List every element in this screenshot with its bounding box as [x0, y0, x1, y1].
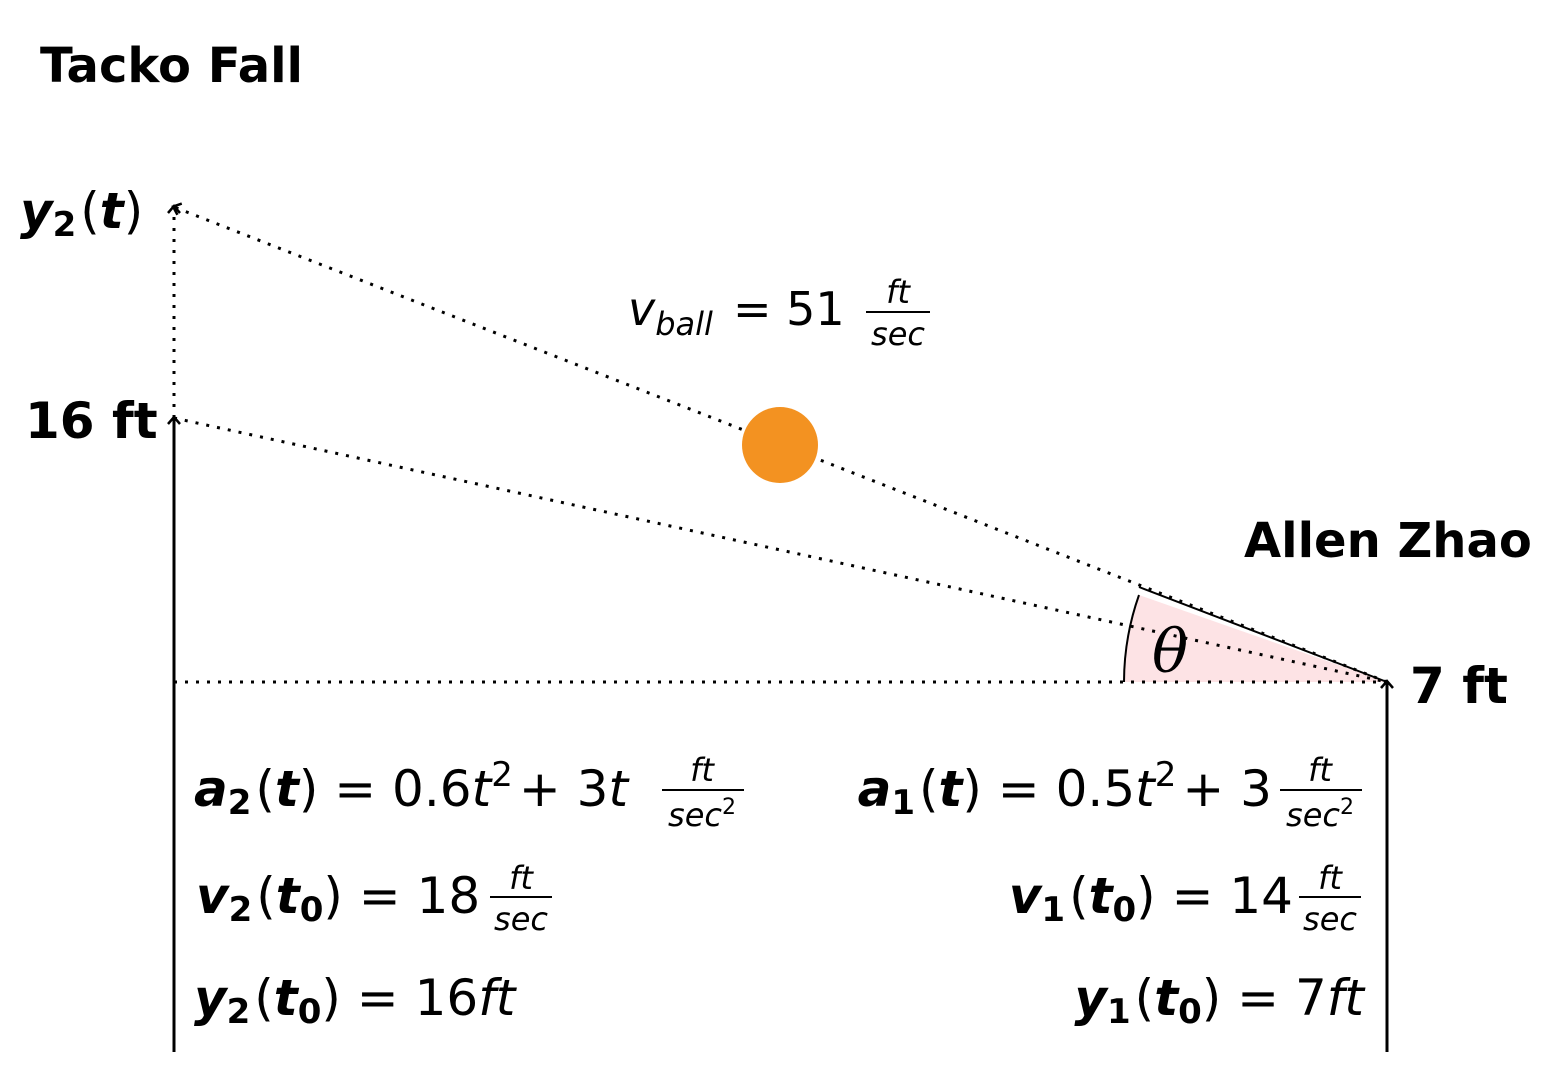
svg-text:y2(t0) = 16ft: y2(t0) = 16ft [194, 969, 518, 1032]
svg-text:ft: ft [690, 751, 715, 789]
angle-arc [1123, 594, 1140, 683]
ball-velocity-label: vball= 51 ft sec [628, 273, 930, 353]
svg-text:ft: ft [886, 273, 911, 311]
svg-text:ft: ft [509, 859, 534, 897]
svg-text:sec2: sec2 [668, 795, 736, 834]
player-right-label: Allen Zhao [1244, 513, 1532, 569]
right-height-label: 7 ft [1410, 657, 1508, 715]
equation-v1: v1(t0) = 14 ft sec [1009, 859, 1361, 938]
equation-y2: y2(t0) = 16ft [194, 969, 518, 1032]
equation-v2: v2(t0) = 18 ft sec [196, 859, 552, 938]
angle-wedge [1124, 595, 1387, 682]
line-of-sight-dotted [173, 416, 1388, 684]
left-height-label: 16 ft [25, 392, 158, 450]
svg-text:a2(t) = 0.6t2+ 3t: a2(t) = 0.6t2+ 3t [194, 755, 630, 823]
svg-text:sec2: sec2 [1286, 795, 1354, 834]
svg-text:ft: ft [1308, 751, 1333, 789]
svg-text:v2(t0) = 18: v2(t0) = 18 [196, 867, 480, 930]
svg-text:sec: sec [871, 315, 925, 353]
equation-a2: a2(t) = 0.6t2+ 3t ft sec2 [194, 751, 744, 834]
svg-text:y1(t0) = 7ft: y1(t0) = 7ft [1074, 969, 1366, 1032]
equation-y1: y1(t0) = 7ft [1074, 969, 1366, 1032]
equation-a1: a1(t) = 0.5t2+ 3 ft sec2 [858, 751, 1362, 834]
svg-text:vball= 51: vball= 51 [628, 282, 845, 343]
svg-text:a1(t) = 0.5t2+ 3: a1(t) = 0.5t2+ 3 [858, 755, 1272, 823]
svg-text:v1(t0) = 14: v1(t0) = 14 [1009, 867, 1293, 930]
theta-label: θ [1152, 617, 1188, 687]
ball [742, 407, 818, 483]
player-left-label: Tacko Fall [40, 38, 303, 94]
svg-text:sec: sec [1303, 900, 1357, 938]
svg-text:ft: ft [1318, 859, 1343, 897]
svg-text:sec: sec [494, 900, 548, 938]
y2-axis-label: y2(t) [20, 182, 143, 245]
